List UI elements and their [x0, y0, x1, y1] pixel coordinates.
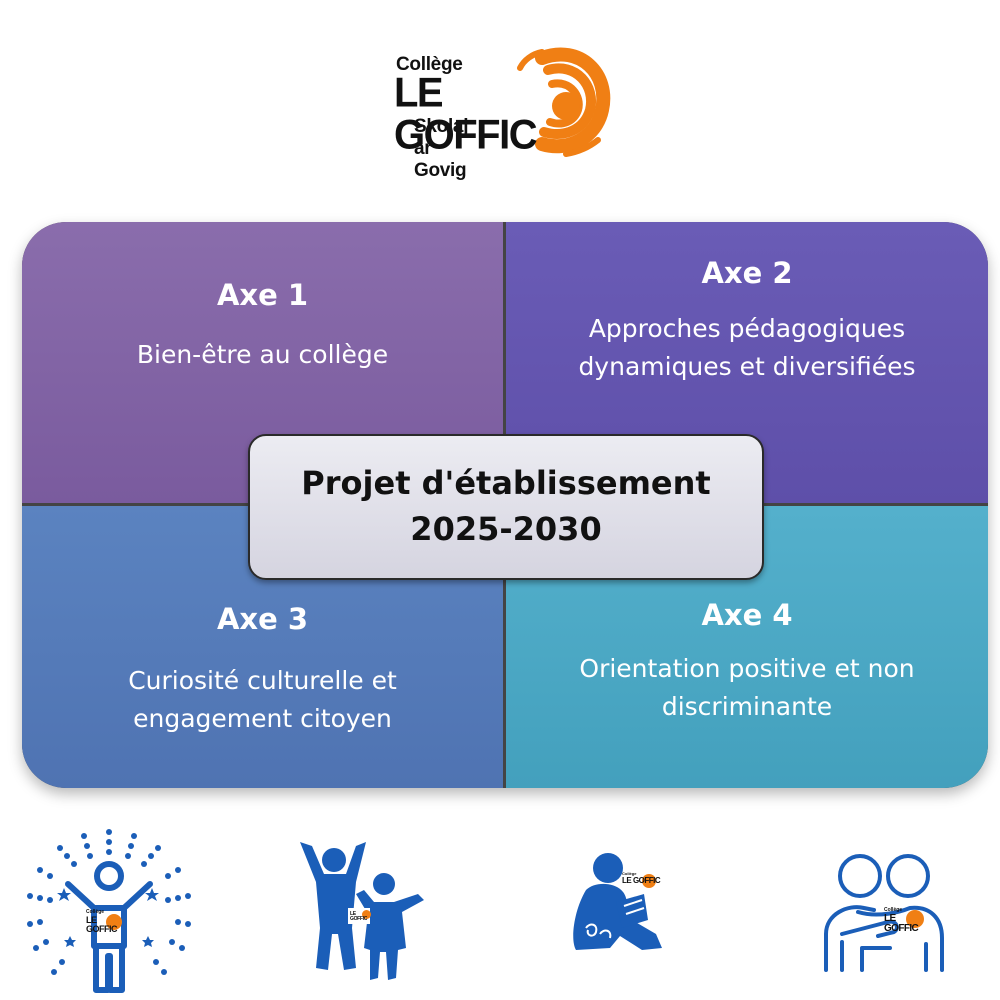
axe-1-title: Axe 1: [216, 278, 309, 312]
axe-4-title: Axe 4: [701, 598, 793, 632]
jumping-kids-icon: LE GOFFIC: [294, 838, 434, 988]
project-title: Projet d'établissement: [301, 464, 711, 502]
college-logo: Collège LE GOFFIC Skolaj ar Govig: [392, 40, 622, 181]
mini-logo: Collège LE GOFFIC: [884, 906, 930, 934]
logo-college-label: Collège: [396, 54, 463, 75]
axe-2-title: Axe 2: [701, 256, 793, 290]
axe-3-text: Curiosité culturelle et engagement citoy…: [128, 666, 397, 733]
mini-logo: Collège LE GOFFIC: [86, 910, 126, 934]
logo-sun-swirl: [517, 47, 611, 157]
logo-name: LE GOFFIC: [394, 69, 538, 159]
axe-4-text: Orientation positive et non discriminant…: [579, 654, 915, 721]
project-years: 2025-2030: [410, 510, 602, 548]
mini-logo: Collège LE GOFFIC: [622, 870, 662, 892]
wellbeing-person-icon: Collège LE GOFFIC: [24, 826, 194, 996]
logo-breton-name: Skolaj ar Govig: [414, 116, 469, 181]
mini-logo: LE GOFFIC: [350, 908, 372, 924]
axe-2-text: Approches pédagogiques dynamiques et div…: [578, 314, 916, 381]
project-title-box: Projet d'établissement 2025-2030: [248, 434, 764, 580]
two-people-support-icon: Collège LE GOFFIC: [818, 852, 948, 977]
reading-child-icon: Collège LE GOFFIC: [566, 850, 676, 960]
axe-1-text: Bien-être au collège: [136, 340, 389, 369]
axe-3-title: Axe 3: [216, 602, 309, 636]
